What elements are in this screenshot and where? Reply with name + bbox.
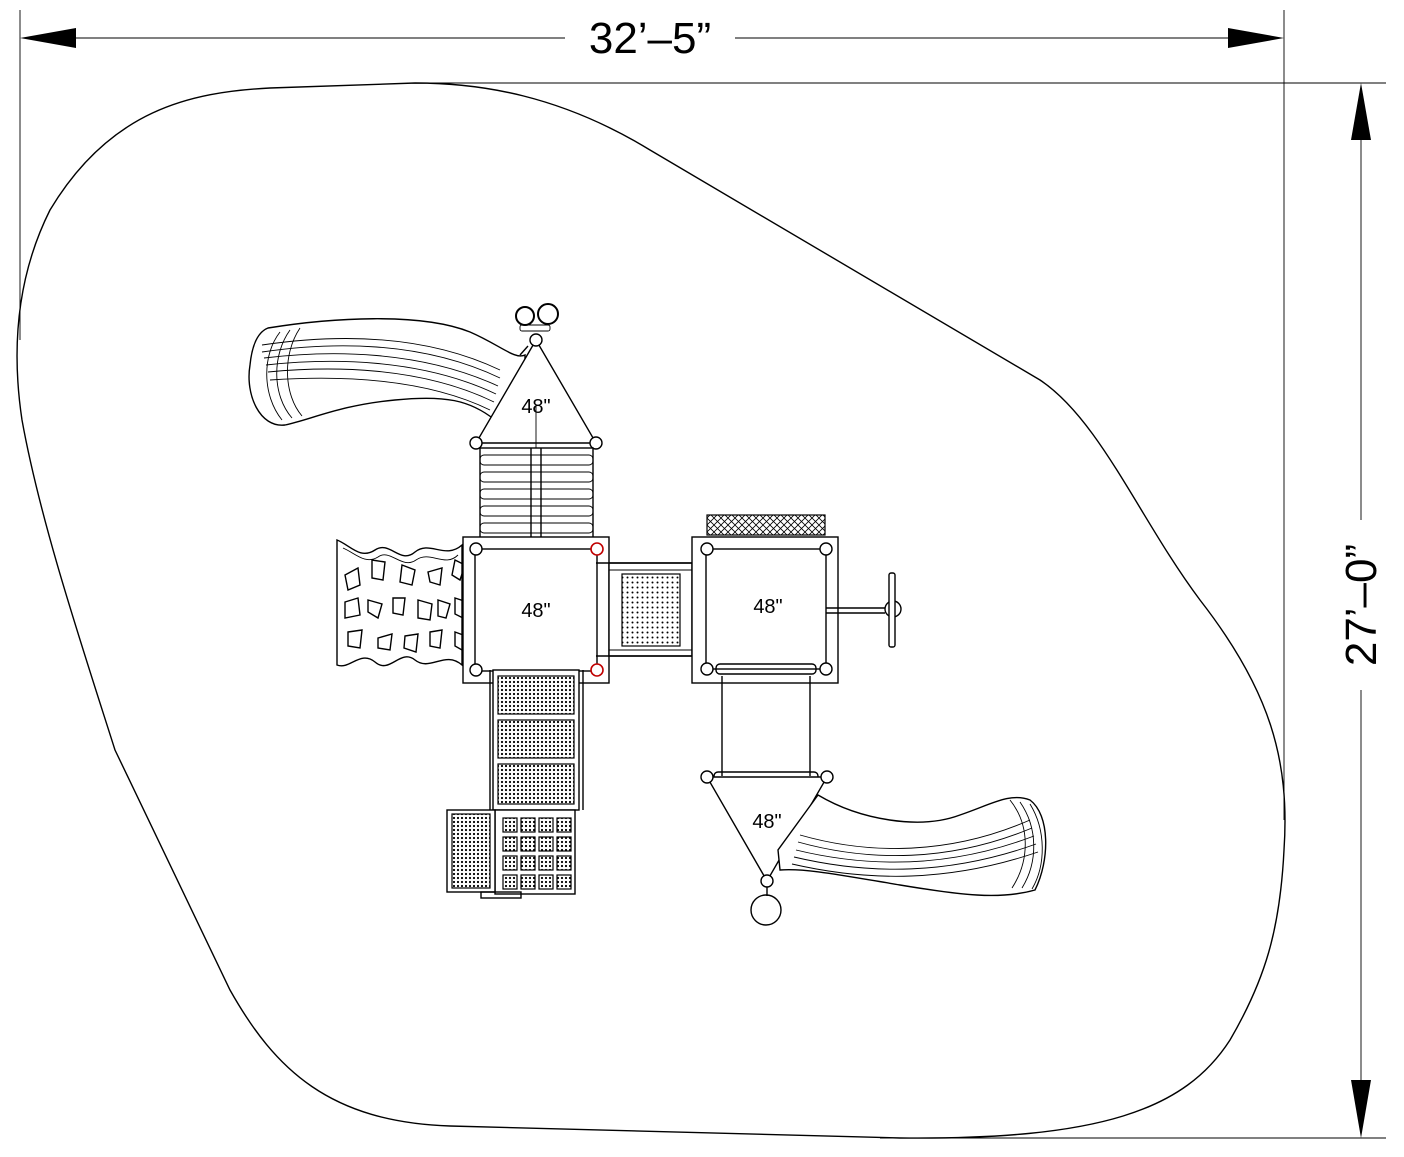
deck-right-square-label: 48" bbox=[753, 596, 782, 618]
use-zone-outline bbox=[16, 82, 1286, 1139]
width-dimension-label: 32’–5” bbox=[589, 14, 711, 63]
transfer-walkway bbox=[713, 676, 819, 783]
deck-bottom-triangle-label: 48" bbox=[752, 811, 781, 833]
slide-top-left bbox=[248, 318, 529, 426]
deck-right-square: 48" bbox=[691, 514, 839, 684]
deck-left-square-label: 48" bbox=[521, 600, 550, 622]
binocular-panel bbox=[515, 303, 559, 332]
connecting-bridge bbox=[596, 562, 706, 657]
deck-left-square: 48" bbox=[462, 536, 610, 684]
rock-climbing-wall bbox=[336, 538, 468, 667]
width-arrow-right bbox=[1228, 28, 1284, 48]
height-dimension-label: 27’–0” bbox=[1337, 544, 1386, 666]
height-arrow-top bbox=[1351, 83, 1371, 140]
slide-bottom-right bbox=[777, 794, 1047, 897]
width-dimension: 32’–5” bbox=[19, 10, 1285, 820]
height-arrow-bottom bbox=[1351, 1080, 1371, 1138]
deck-top-triangle: 48" bbox=[469, 333, 603, 450]
spinner-panel bbox=[826, 572, 902, 648]
step-ladder-top bbox=[479, 447, 594, 548]
width-arrow-left bbox=[20, 28, 76, 48]
stair-platform-bottom-left bbox=[446, 669, 584, 899]
